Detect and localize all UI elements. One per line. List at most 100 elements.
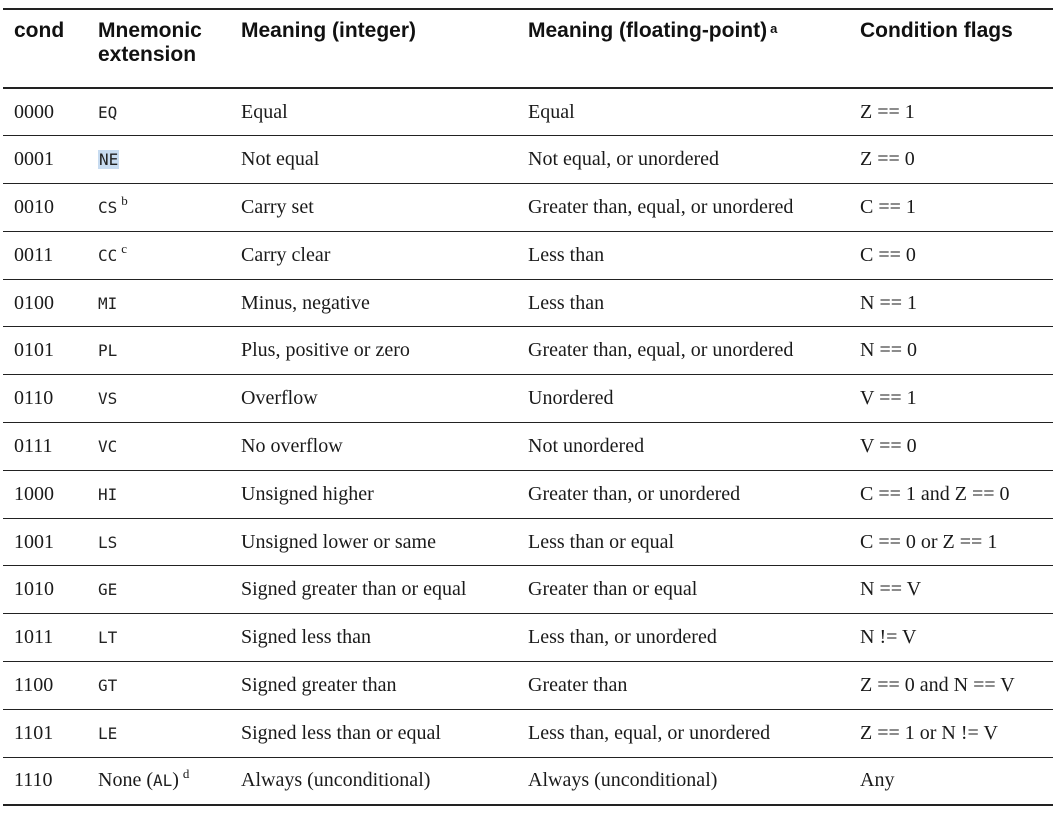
cell-mnemonic: EQ <box>87 88 230 137</box>
header-flags-label: Condition flags <box>860 19 1013 42</box>
cell-meaning-integer: Unsigned lower or same <box>230 518 517 567</box>
cell-cond: 1010 <box>3 565 87 615</box>
cell-condition-flags: C == 1 and Z == 0 <box>849 470 1053 519</box>
cell-meaning-floating-point: Less than, equal, or unordered <box>517 709 849 758</box>
cell-condition-flags: N != V <box>849 613 1053 663</box>
cell-mnemonic: LS <box>87 518 230 567</box>
mnemonic-code: MI <box>98 293 118 313</box>
cell-condition-flags: V == 0 <box>849 422 1053 471</box>
cell-cond: 0111 <box>3 422 87 471</box>
cell-condition-flags: C == 0 or Z == 1 <box>849 518 1053 567</box>
cell-meaning-integer: Signed greater than or equal <box>230 565 517 615</box>
cell-condition-flags: N == 1 <box>849 279 1053 328</box>
cell-meaning-floating-point: Less than <box>517 279 849 328</box>
cell-meaning-integer: Always (unconditional) <box>230 757 517 806</box>
cell-meaning-integer: Minus, negative <box>230 279 517 328</box>
mnemonic-suffix: ) <box>172 769 179 792</box>
cell-meaning-integer: Carry clear <box>230 231 517 280</box>
footnote-marker: d <box>182 766 190 782</box>
cell-meaning-integer: Unsigned higher <box>230 470 517 519</box>
cell-meaning-floating-point: Greater than, or unordered <box>517 470 849 519</box>
cell-mnemonic: LE <box>87 709 230 758</box>
header-meaning-fp-label: Meaning (floating-point) <box>528 19 768 42</box>
cell-cond: 0101 <box>3 326 87 376</box>
cell-meaning-integer: Signed less than <box>230 613 517 663</box>
header-mnemonic-line2: extension <box>98 43 197 66</box>
cell-cond: 0001 <box>3 135 87 185</box>
cell-mnemonic: LT <box>87 613 230 663</box>
cell-meaning-integer: Not equal <box>230 135 517 185</box>
mnemonic-code: LT <box>98 628 118 648</box>
cell-mnemonic: PL <box>87 326 230 376</box>
cell-condition-flags: C == 1 <box>849 183 1053 232</box>
cell-mnemonic: None (AL)d <box>87 757 230 806</box>
mnemonic-code: HI <box>98 484 118 504</box>
mnemonic-code: NE <box>98 150 120 170</box>
footnote-marker: b <box>121 192 128 208</box>
cell-meaning-integer: Carry set <box>230 183 517 232</box>
cell-meaning-integer: Plus, positive or zero <box>230 326 517 376</box>
cell-condition-flags: Z == 1 or N != V <box>849 709 1053 758</box>
cell-condition-flags: N == 0 <box>849 326 1053 376</box>
cell-mnemonic: VC <box>87 422 230 471</box>
header-meaning-floating-point: Meaning (floating-point)a <box>517 8 849 89</box>
cell-mnemonic: GT <box>87 661 230 710</box>
cell-mnemonic: NE <box>87 135 230 185</box>
cell-cond: 1000 <box>3 470 87 519</box>
cell-cond: 0010 <box>3 183 87 232</box>
cell-meaning-floating-point: Not unordered <box>517 422 849 471</box>
cell-meaning-floating-point: Greater than, equal, or unordered <box>517 183 849 232</box>
header-cond-label: cond <box>14 19 65 42</box>
cell-mnemonic: VS <box>87 374 230 424</box>
cell-meaning-floating-point: Greater than <box>517 661 849 710</box>
cell-meaning-floating-point: Greater than, equal, or unordered <box>517 326 849 376</box>
cell-meaning-floating-point: Greater than or equal <box>517 565 849 615</box>
cell-mnemonic: MI <box>87 279 230 328</box>
cell-condition-flags: Z == 1 <box>849 88 1053 137</box>
cell-cond: 1110 <box>3 757 87 806</box>
mnemonic-code: PL <box>98 341 118 361</box>
cell-cond: 1100 <box>3 661 87 710</box>
cell-cond: 0000 <box>3 88 87 137</box>
footnote-marker: c <box>121 240 128 256</box>
mnemonic-code: EQ <box>98 102 118 122</box>
cell-meaning-floating-point: Less than, or unordered <box>517 613 849 663</box>
cell-meaning-floating-point: Not equal, or unordered <box>517 135 849 185</box>
mnemonic-code: GT <box>98 675 118 695</box>
mnemonic-prefix: None ( <box>98 769 153 792</box>
mnemonic-code: VS <box>98 389 118 409</box>
mnemonic-code: GE <box>98 580 118 600</box>
cell-condition-flags: V == 1 <box>849 374 1053 424</box>
cell-cond: 1001 <box>3 518 87 567</box>
mnemonic-code: CC <box>98 245 118 265</box>
cell-meaning-integer: Equal <box>230 88 517 137</box>
header-mnemonic-line1: Mnemonic <box>98 19 202 42</box>
cell-condition-flags: C == 0 <box>849 231 1053 280</box>
cell-meaning-floating-point: Unordered <box>517 374 849 424</box>
cell-meaning-integer: No overflow <box>230 422 517 471</box>
mnemonic-code: LS <box>98 532 118 552</box>
cell-cond: 0011 <box>3 231 87 280</box>
cell-condition-flags: N == V <box>849 565 1053 615</box>
cell-meaning-floating-point: Less than or equal <box>517 518 849 567</box>
mnemonic-code: LE <box>98 723 118 743</box>
cell-cond: 1101 <box>3 709 87 758</box>
mnemonic-code: AL <box>152 771 173 791</box>
header-meaning-integer: Meaning (integer) <box>230 8 517 89</box>
mnemonic-code: VC <box>98 436 118 456</box>
cell-meaning-integer: Overflow <box>230 374 517 424</box>
